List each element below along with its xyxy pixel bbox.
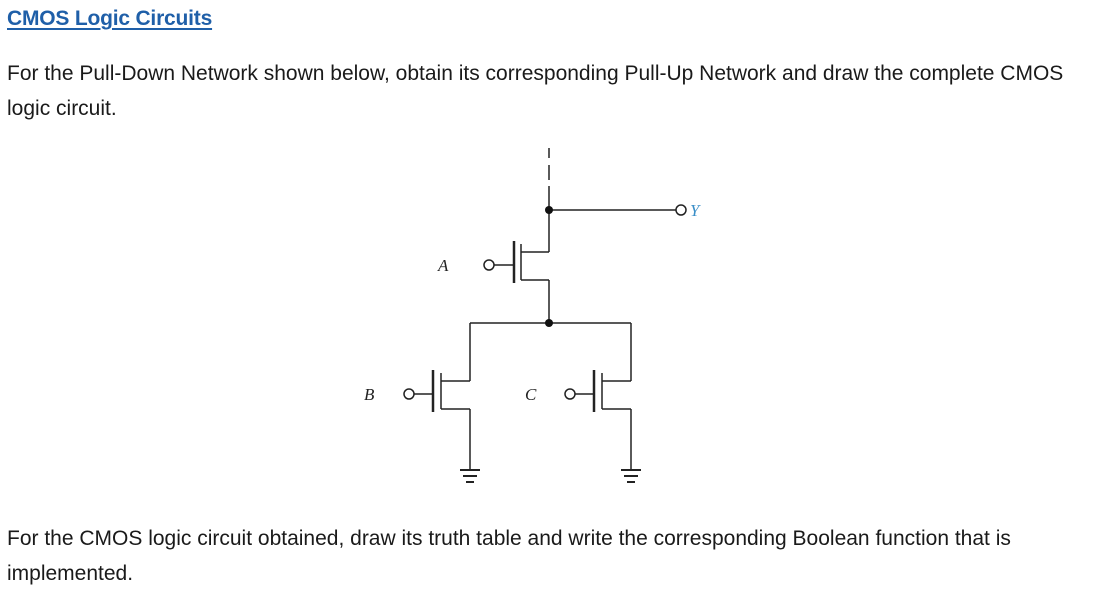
junction-dots [545,206,553,327]
intro-paragraph: For the Pull-Down Network shown below, o… [7,62,1064,120]
output-label-y: Y [690,201,701,220]
followup-paragraph: For the CMOS logic circuit obtained, dra… [7,527,1011,585]
input-label-c: C [525,385,537,404]
input-label-a: A [437,256,449,275]
section-heading[interactable]: CMOS Logic Circuits [7,7,213,30]
input-label-b: B [364,385,375,404]
